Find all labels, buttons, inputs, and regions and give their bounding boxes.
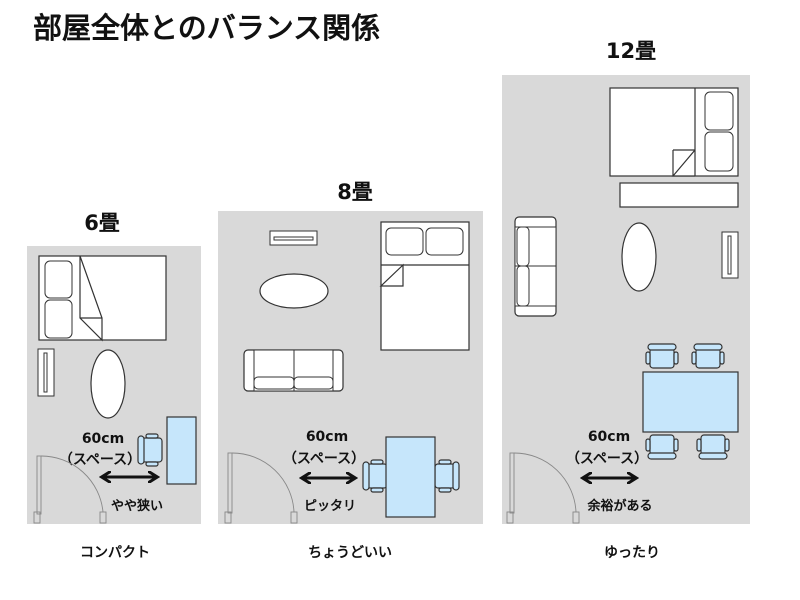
verdict: 余裕がある — [586, 498, 652, 514]
sofa — [514, 216, 557, 317]
bed — [38, 255, 167, 342]
verdict: ピッタリ — [304, 499, 356, 514]
chair — [645, 434, 679, 460]
room-6-tatami: 6畳 60cm （スペース） やや狭い コンパクト — [27, 211, 201, 561]
space-note: （スペース） — [566, 451, 648, 467]
chair — [691, 343, 725, 369]
sofa — [243, 349, 344, 392]
dining-table — [385, 436, 436, 518]
room-caption: コンパクト — [80, 545, 150, 561]
room-12-tatami: 12畳 60cm （スペース） 余裕がある — [502, 39, 750, 561]
room-caption: ゆったり — [604, 545, 660, 561]
space-width: 60cm — [82, 431, 124, 447]
space-note: （スペース） — [283, 451, 365, 467]
door — [224, 452, 298, 524]
chair — [645, 343, 679, 369]
space-width: 60cm — [588, 429, 630, 445]
rug — [621, 222, 657, 292]
chair — [137, 433, 163, 467]
room-size-label: 8畳 — [337, 180, 373, 204]
verdict: やや狭い — [111, 498, 163, 514]
shelf — [721, 231, 739, 279]
room-caption: ちょうどいい — [308, 545, 392, 561]
door — [33, 455, 107, 524]
rug — [259, 273, 329, 309]
room-size-label: 12畳 — [606, 39, 656, 63]
rug — [90, 349, 126, 419]
tv-board — [619, 182, 739, 208]
chair — [696, 434, 730, 460]
room-8-tatami: 8畳 60cm （スペース） ピッタリ — [218, 180, 483, 561]
page-title: 部屋全体とのバランス関係 — [33, 11, 380, 45]
space-note: （スペース） — [59, 452, 141, 468]
dining-table — [642, 371, 739, 433]
bed — [379, 221, 470, 351]
chair — [362, 459, 388, 493]
shelf — [37, 348, 55, 397]
space-width: 60cm — [306, 429, 348, 445]
door — [506, 452, 580, 524]
room-size-label: 6畳 — [84, 211, 120, 235]
tv-board — [269, 230, 318, 246]
chair — [434, 459, 460, 493]
desk — [166, 416, 197, 485]
bed — [609, 87, 739, 177]
